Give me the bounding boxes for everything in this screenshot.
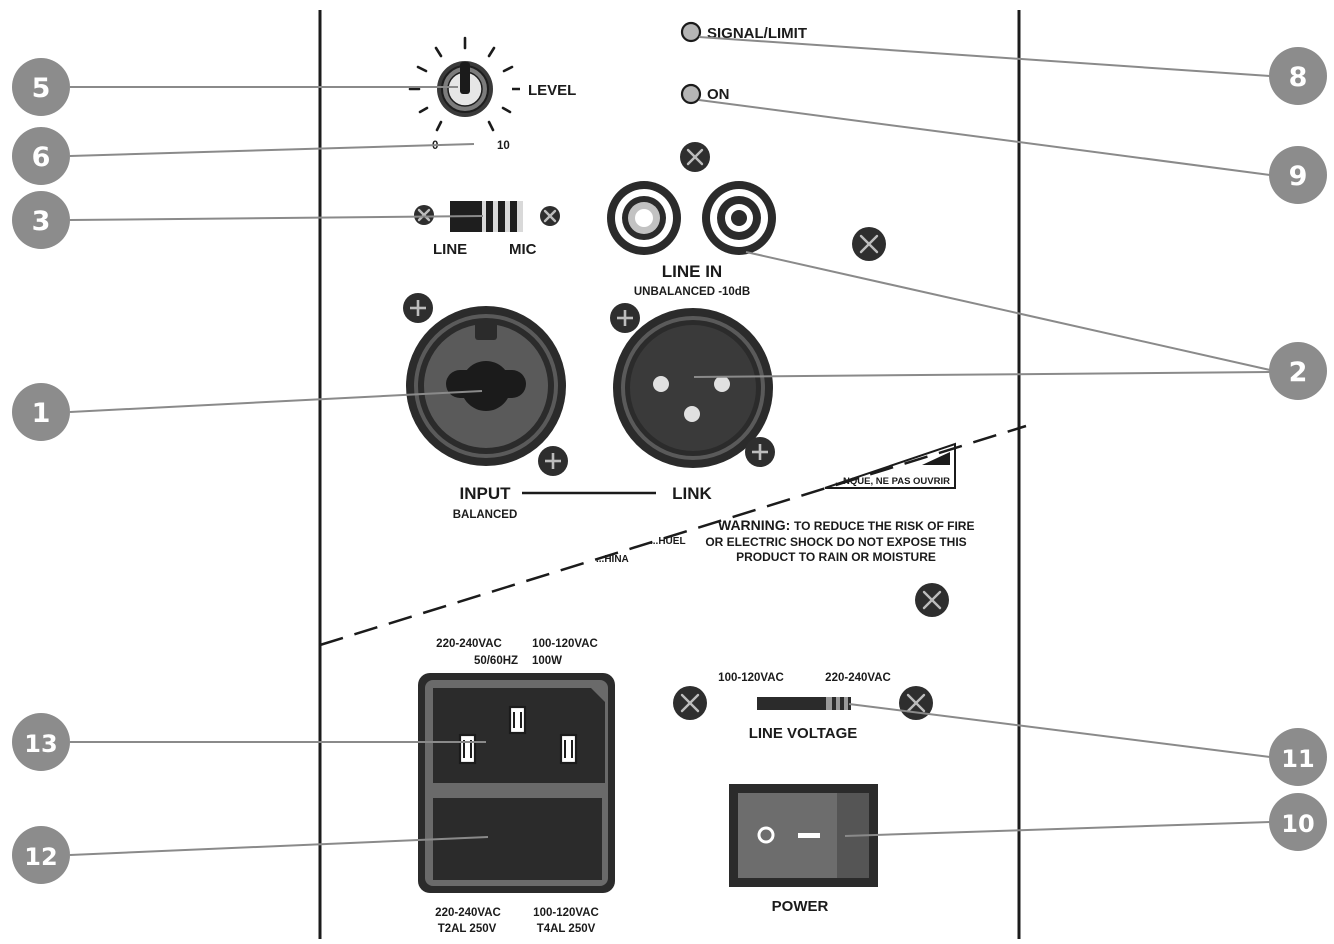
plus-screw-icon [745, 437, 775, 467]
line-in-label: LINE IN [662, 262, 722, 281]
leader-9 [698, 99, 1271, 176]
line-in-sub-label: UNBALANCED -10dB [634, 286, 750, 298]
on-label: ON [707, 86, 730, 103]
callout-badge: 8 [1269, 47, 1327, 105]
input-label: INPUT [460, 484, 512, 503]
callout-badge: 10 [1269, 793, 1327, 851]
leader-3 [69, 215, 484, 221]
callout-badge: 11 [1269, 728, 1327, 786]
link-label: LINK [672, 484, 712, 503]
warning-line2: OR ELECTRIC SHOCK DO NOT EXPOSE THIS [705, 535, 966, 549]
screw-icon [540, 206, 560, 226]
power-rating-freq: 50/60HZ [474, 655, 518, 667]
svg-text:2: 2 [1289, 357, 1308, 388]
voltage-high-label: 220-240VAC [825, 672, 891, 684]
switch-line-label: LINE [433, 241, 467, 258]
callout-badge: 12 [12, 826, 70, 884]
xlr-link-output[interactable] [613, 308, 773, 468]
line-voltage-selector[interactable] [757, 697, 851, 710]
power-rating-watts: 100W [532, 655, 562, 667]
leader-12 [69, 836, 489, 856]
warning-title: WARNING: [718, 517, 790, 533]
power-rating-lv: 100-120VAC [532, 638, 598, 650]
signal-limit-label: SIGNAL/LIMIT [707, 25, 807, 42]
warning-line3: PRODUCT TO RAIN OR MOISTURE [736, 550, 936, 564]
dashed-divider [319, 424, 1027, 647]
callout-badge: 2 [1269, 342, 1327, 400]
plus-screw-icon [538, 446, 568, 476]
svg-text:8: 8 [1289, 62, 1308, 93]
warning-triangle-icon [922, 452, 950, 465]
svg-text:10: 10 [1281, 810, 1314, 838]
combo-input-jack[interactable] [406, 306, 566, 466]
power-rating-hv: 220-240VAC [436, 638, 502, 650]
screw-icon [680, 142, 710, 172]
svg-text:5: 5 [32, 73, 51, 104]
signal-limit-led [680, 21, 702, 43]
voltage-low-label: 100-120VAC [718, 672, 784, 684]
fuse-hv-rating: T2AL 250V [438, 923, 497, 935]
rca-jack-left[interactable] [607, 181, 681, 255]
screw-icon [915, 583, 949, 617]
plus-screw-icon [610, 303, 640, 333]
leader-6 [69, 143, 475, 157]
warning-fr-fragment: ...NQUE, NE PAS OUVRIR [835, 476, 950, 487]
svg-text:13: 13 [24, 730, 57, 758]
screw-icon [673, 686, 707, 720]
callout-badge: 1 [12, 383, 70, 441]
svg-text:1: 1 [32, 398, 51, 429]
fuse-lv-rating: T4AL 250V [537, 923, 596, 935]
hidden-fragment-2: ...HINA [596, 554, 629, 565]
svg-text:6: 6 [32, 142, 51, 173]
rca-jack-right[interactable] [702, 181, 776, 255]
fuse-hv-label: 220-240VAC [435, 907, 501, 919]
leader-2a [745, 251, 1271, 371]
plus-screw-icon [403, 293, 433, 323]
leader-10 [844, 821, 1271, 837]
hidden-fragment-1: ...HUEL [650, 536, 686, 547]
svg-text:11: 11 [1281, 745, 1314, 773]
level-knob[interactable] [408, 36, 514, 132]
leader-2b [693, 371, 1271, 378]
on-led [680, 83, 702, 105]
warning-label-box [824, 442, 956, 489]
input-sub-label: BALANCED [453, 509, 518, 521]
line-voltage-label: LINE VOLTAGE [749, 725, 858, 742]
leader-8 [698, 36, 1271, 77]
screw-icon [852, 227, 886, 261]
svg-text:9: 9 [1289, 161, 1308, 192]
level-label: LEVEL [528, 82, 576, 99]
callout-badge: 5 [12, 58, 70, 116]
callout-badge: 9 [1269, 146, 1327, 204]
power-label: POWER [772, 898, 829, 915]
leader-1 [69, 390, 483, 413]
callout-badge: 3 [12, 191, 70, 249]
svg-text:3: 3 [32, 206, 51, 237]
svg-text:12: 12 [24, 843, 57, 871]
callout-badge: 13 [12, 713, 70, 771]
warning-line1: TO REDUCE THE RISK OF FIRE [794, 519, 974, 533]
level-max-label: 10 [497, 140, 510, 152]
switch-mic-label: MIC [509, 241, 537, 258]
leader-11 [848, 703, 1271, 758]
callout-badge: 6 [12, 127, 70, 185]
fuse-lv-label: 100-120VAC [533, 907, 599, 919]
screw-icon [414, 205, 434, 225]
